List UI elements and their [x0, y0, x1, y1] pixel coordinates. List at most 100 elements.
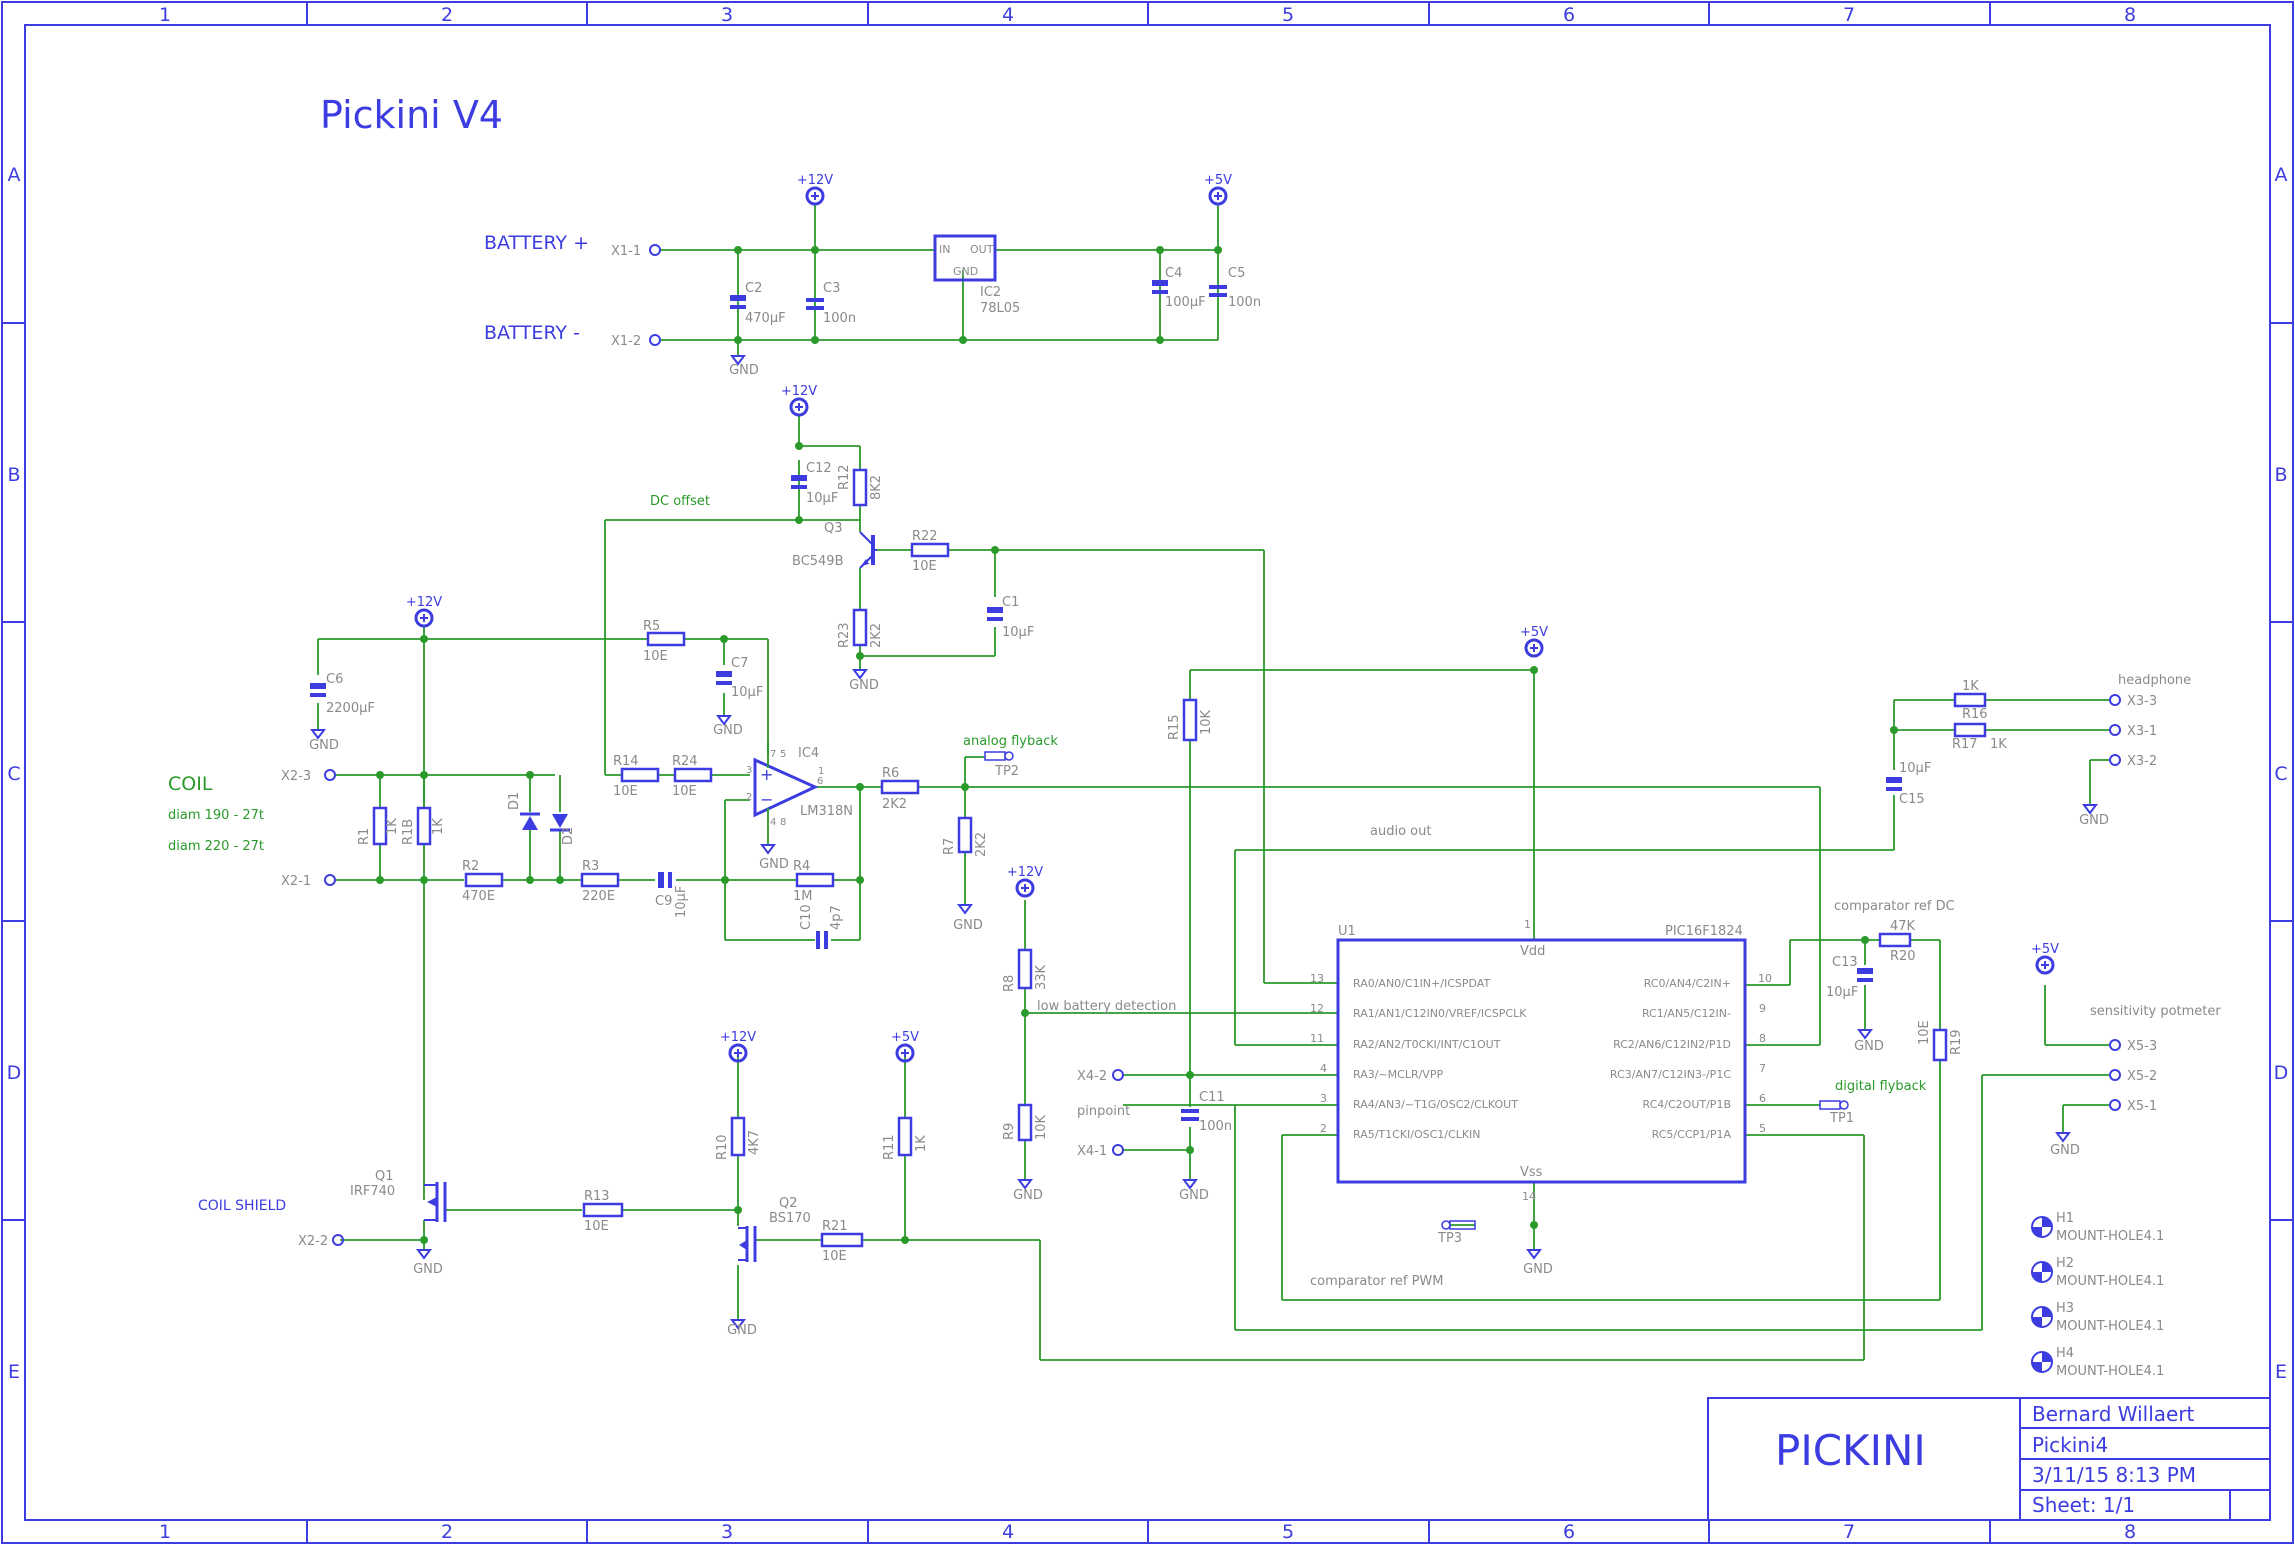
col-label-1-bottom: 1: [159, 1521, 171, 1543]
svg-text:Q3: Q3: [824, 521, 843, 536]
row-label-b: B: [7, 464, 20, 486]
test-point-tp3: TP3: [1437, 1220, 1476, 1246]
r24-value: 10E: [672, 784, 697, 799]
svg-text:C3: C3: [823, 281, 840, 296]
resistor-r1: [372, 806, 388, 846]
svg-text:8: 8: [1759, 1032, 1766, 1045]
resistor-r6: [880, 779, 920, 795]
r23-value: 2K2: [869, 623, 884, 648]
r14-ref: R14: [613, 754, 639, 769]
label-coil-shield: COIL SHIELD: [198, 1198, 286, 1214]
r5-value: 10E: [643, 649, 668, 664]
r4-value: 1M: [793, 889, 813, 904]
svg-text:H3: H3: [2056, 1301, 2074, 1316]
col-label-7: 7: [1843, 4, 1855, 26]
resistor-r9: [1017, 1103, 1033, 1142]
resistor-r17: [1953, 722, 1987, 738]
resistors: [372, 468, 1987, 1248]
connector-x1-1: X1-1: [611, 244, 641, 259]
capacitor-c11: C11 100n: [1181, 1090, 1232, 1134]
r7-value: 2K2: [974, 832, 989, 857]
capacitor-c13: C13 10µF: [1826, 955, 1873, 1000]
svg-text:TP1: TP1: [1829, 1111, 1854, 1126]
row-label-d-right: D: [2274, 1062, 2289, 1084]
svg-text:4p7: 4p7: [829, 905, 844, 930]
label-analog-flyback: analog flyback: [963, 734, 1058, 749]
r21-value: 10E: [822, 1249, 847, 1264]
r16-ref: R16: [1962, 707, 1988, 722]
svg-text:14: 14: [1522, 1190, 1536, 1203]
svg-text:RC4/C2OUT/P1B: RC4/C2OUT/P1B: [1643, 1098, 1731, 1111]
diode-d1: D1: [507, 792, 540, 830]
resistor-r10: [730, 1116, 746, 1157]
plus5v-symbol-2: +5V: [1520, 625, 1548, 658]
connector-x3-1: X3-1: [2127, 724, 2157, 739]
ic2-value: 78L05: [980, 301, 1020, 316]
u1-ref: U1: [1338, 924, 1356, 939]
r22-ref: R22: [912, 529, 938, 544]
svg-text:Q2: Q2: [779, 1196, 798, 1211]
ground-symbols: [310, 355, 2098, 1330]
svg-text:C9: C9: [655, 894, 672, 909]
r9-ref: R9: [1002, 1123, 1017, 1140]
svg-text:+: +: [760, 765, 773, 784]
svg-text:10µF: 10µF: [674, 886, 689, 918]
resistor-r15: [1182, 698, 1198, 742]
svg-text:7: 7: [770, 749, 776, 760]
col-label-2: 2: [441, 4, 453, 26]
resistor-r12: [852, 468, 868, 507]
svg-text:H1: H1: [2056, 1211, 2074, 1226]
svg-text:13: 13: [1310, 972, 1324, 985]
r1b-value: 1K: [431, 818, 446, 835]
r22-value: 10E: [912, 559, 937, 574]
svg-text:11: 11: [1310, 1032, 1324, 1045]
test-point-tp1: TP1: [1819, 1100, 1854, 1126]
row-label-d: D: [7, 1062, 22, 1084]
resistor-r8: [1017, 948, 1033, 990]
svg-text:+12V: +12V: [797, 173, 833, 188]
svg-text:RC2/AN6/C12IN2/P1D: RC2/AN6/C12IN2/P1D: [1613, 1038, 1731, 1051]
label-battery-minus: BATTERY -: [484, 322, 580, 344]
title-block-name: PICKINI: [1775, 1426, 1926, 1475]
svg-text:IRF740: IRF740: [350, 1184, 395, 1199]
capacitor-c6: C6 2200µF: [310, 672, 375, 716]
plus5v-symbol-4: +5V: [2031, 942, 2059, 975]
r10-value: 4K7: [747, 1130, 762, 1155]
page-title: Pickini V4: [320, 93, 503, 137]
svg-text:100n: 100n: [1228, 295, 1261, 310]
r6-value: 2K2: [882, 797, 907, 812]
svg-text:RC5/CCP1/P1A: RC5/CCP1/P1A: [1652, 1128, 1732, 1141]
r11-ref: R11: [882, 1134, 897, 1160]
r17-ref: R17: [1952, 737, 1978, 752]
col-label-5-bottom: 5: [1282, 1521, 1294, 1543]
label-sensitivity-potmeter: sensitivity potmeter: [2090, 1004, 2221, 1019]
svg-text:RC3/AN7/C12IN3-/P1C: RC3/AN7/C12IN3-/P1C: [1610, 1068, 1731, 1081]
svg-text:RA2/AN2/T0CKI/INT/C1OUT: RA2/AN2/T0CKI/INT/C1OUT: [1353, 1038, 1501, 1051]
gnd-label-4: GND: [713, 723, 743, 738]
col-label-1: 1: [159, 4, 171, 26]
svg-text:8: 8: [780, 817, 786, 828]
gnd-label-5: GND: [759, 857, 789, 872]
title-block: PICKINI Bernard Willaert Pickini4 3/11/1…: [1707, 1397, 2271, 1521]
svg-text:10µF: 10µF: [1826, 985, 1858, 1000]
svg-text:+12V: +12V: [1007, 865, 1043, 880]
svg-text:C5: C5: [1228, 266, 1245, 281]
r20-value: 47K: [1890, 919, 1916, 934]
r14-value: 10E: [613, 784, 638, 799]
col-label-6: 6: [1563, 4, 1575, 26]
svg-text:GND: GND: [953, 265, 978, 278]
row-label-b-right: B: [2274, 464, 2287, 486]
svg-text:C7: C7: [731, 656, 748, 671]
resistor-r3: [580, 872, 620, 888]
connector-pads: [324, 244, 2121, 1246]
mount-hole-h4: H4 MOUNT-HOLE4.1: [2031, 1346, 2164, 1379]
svg-text:H2: H2: [2056, 1256, 2074, 1271]
label-headphone: headphone: [2118, 673, 2191, 688]
svg-text:100n: 100n: [823, 311, 856, 326]
resistor-r7: [957, 816, 973, 854]
svg-text:C2: C2: [745, 281, 762, 296]
gnd-label-9: GND: [1013, 1188, 1043, 1203]
u1-right-pins: RC0/AN4/C2IN+ RC1/AN5/C12IN- RC2/AN6/C12…: [1610, 972, 1772, 1141]
svg-text:4: 4: [1320, 1062, 1327, 1075]
